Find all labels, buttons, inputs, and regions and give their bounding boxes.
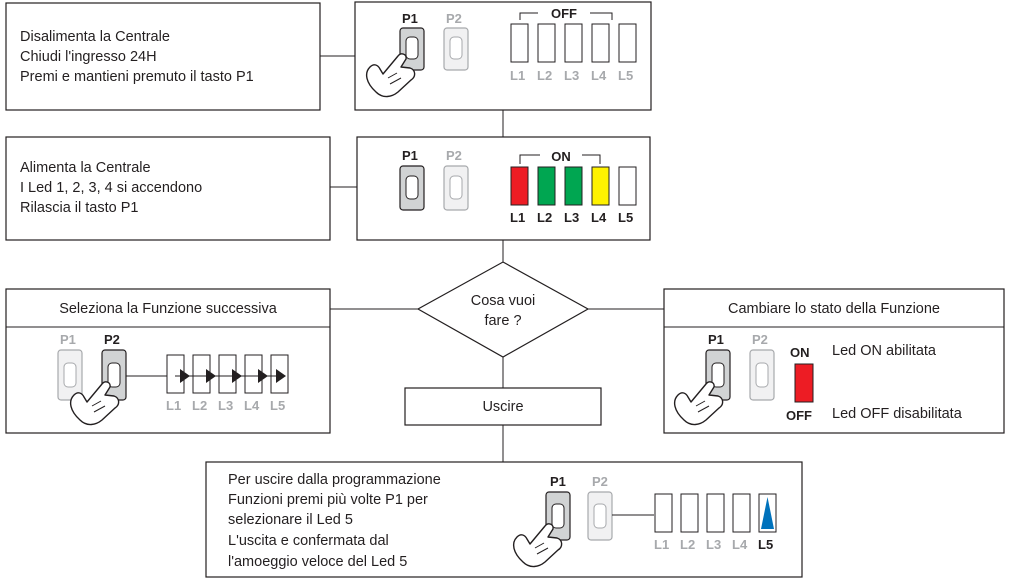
final-led-l4 [732,493,751,533]
next-arrow-icon [206,369,216,383]
step2-led-row: L1 L2 L3 L4 L5 [510,166,637,225]
right-off-description: Led OFF disabilitata [832,406,963,422]
right-p2-label: P2 [752,332,768,347]
step2-panel: P1 P2 ON L1 L2 L3 L4 L5 [356,136,651,241]
final-led-label: L3 [706,537,721,552]
step1-led-l3 [564,23,583,63]
right-branch-title: Cambiare lo stato della Funzione [728,301,940,317]
next-arrow-icon [258,369,268,383]
step1-line-2: Chiudi l'ingresso 24H [20,49,157,65]
left-led-chain: L1 L2 L3 L4 L5 [166,354,289,413]
left-led-label: L5 [270,398,285,413]
final-p1-label: P1 [550,474,566,489]
step1-panel: P1 P2 OFF L1 L2 L3 L4 L5 [354,1,652,111]
next-arrow-icon [180,369,190,383]
right-led-state [794,363,814,403]
final-led-label: L1 [654,537,669,552]
step2-led-l2 [537,166,556,206]
step2-line-2: I Led 1, 2, 3, 4 si accendono [20,180,202,196]
step1-led-label: L1 [510,68,525,83]
left-p2-label: P2 [104,332,120,347]
decision-diamond: Cosa vuoi fare ? [416,261,590,358]
left-p1-label: P1 [60,332,76,347]
step2-led-label: L1 [510,210,525,225]
final-line-5: l'amoeggio veloce del Led 5 [228,554,407,570]
step1-line-3: Premi e mantieni premuto il tasto P1 [20,69,254,85]
final-line-4: L'uscita e confermata dal [228,533,389,549]
final-led-label: L5 [758,537,773,552]
next-arrow-icon [232,369,242,383]
step1-p2-label: P2 [446,11,462,26]
step2-group-label: ON [551,149,571,164]
step1-line-1: Disalimenta la Centrale [20,29,170,45]
final-line-2: Funzioni premi più volte P1 per [228,492,428,508]
step2-led-l5 [618,166,637,206]
right-p1-label: P1 [708,332,724,347]
step1-led-label: L5 [618,68,633,83]
left-led-label: L1 [166,398,181,413]
step1-led-l2 [537,23,556,63]
step1-led-l4 [591,23,610,63]
connector-lines [320,55,664,462]
exit-box: Uscire [404,387,602,426]
step2-line-1: Alimenta la Centrale [20,160,151,176]
final-p2-label: P2 [592,474,608,489]
blink-indicator-icon [761,497,774,529]
final-led-label: L2 [680,537,695,552]
final-box: Per uscire dalla programmazione Funzioni… [205,461,803,578]
final-led-l1 [654,493,673,533]
right-on-description: Led ON abilitata [832,343,937,359]
final-led-l2 [680,493,699,533]
step2-led-l1 [510,166,529,206]
left-led-label: L2 [192,398,207,413]
step1-led-l5 [618,23,637,63]
right-on-label: ON [790,345,810,360]
step2-line-3: Rilascia il tasto P1 [20,200,138,216]
next-arrow-icon [276,369,286,383]
final-line-3: selezionare il Led 5 [228,512,353,528]
right-branch-box: Cambiare lo stato della Funzione P1 P2 O… [663,288,1005,434]
step1-led-l1 [510,23,529,63]
step2-p2-label: P2 [446,148,462,163]
step2-led-label: L3 [564,210,579,225]
decision-line-2: fare ? [484,313,521,329]
final-led-l3 [706,493,725,533]
step2-p1-label: P1 [402,148,418,163]
step2-led-l4 [591,166,610,206]
step2-led-label: L2 [537,210,552,225]
final-line-1: Per uscire dalla programmazione [228,472,441,488]
left-led-label: L4 [244,398,260,413]
step1-led-label: L4 [591,68,607,83]
left-led-label: L3 [218,398,233,413]
step2-led-label: L4 [591,210,607,225]
step1-text-box: Disalimenta la Centrale Chiudi l'ingress… [5,2,321,111]
left-branch-box: Seleziona la Funzione successiva P1 P2 L… [5,288,331,434]
step1-led-label: L2 [537,68,552,83]
step2-text-box: Alimenta la Centrale I Led 1, 2, 3, 4 si… [5,136,331,241]
left-branch-title: Seleziona la Funzione successiva [59,301,278,317]
step2-led-label: L5 [618,210,633,225]
step2-led-l3 [564,166,583,206]
step1-led-row: L1 L2 L3 L4 L5 [510,23,637,83]
step1-group-label: OFF [551,6,577,21]
right-off-label: OFF [786,408,812,423]
final-led-label: L4 [732,537,748,552]
step1-led-label: L3 [564,68,579,83]
step1-p1-label: P1 [402,11,418,26]
decision-line-1: Cosa vuoi [471,293,535,309]
final-led-row: L1 L2 L3 L4 L5 [654,493,777,552]
exit-label: Uscire [482,399,523,415]
